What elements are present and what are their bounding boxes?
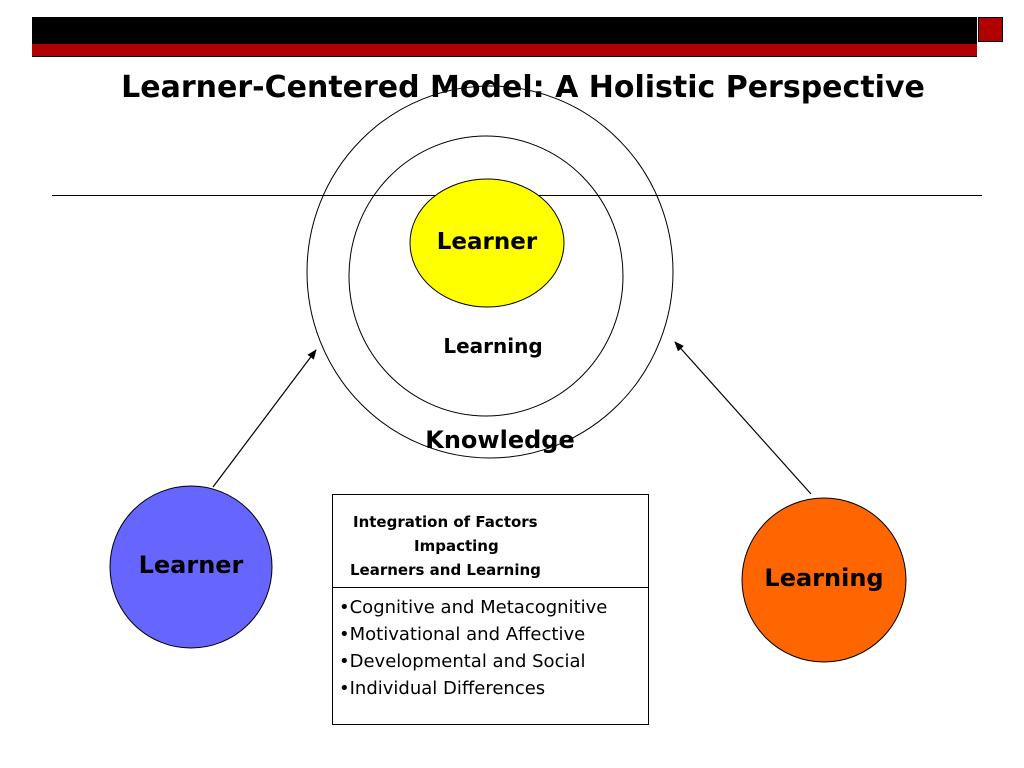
factor-list-item: •Cognitive and Metacognitive bbox=[339, 597, 608, 618]
middle-learning-circle bbox=[348, 135, 624, 417]
outer-circle-label: Knowledge bbox=[425, 426, 575, 454]
factor-list-item: •Developmental and Social bbox=[339, 651, 586, 672]
factors-heading-line: Impacting bbox=[414, 537, 499, 555]
right-node-label: Learning bbox=[764, 564, 884, 592]
inner-circle-label: Learner bbox=[436, 229, 538, 255]
left-node-label: Learner bbox=[138, 551, 244, 579]
inner-learner-circle bbox=[409, 178, 565, 308]
header-corner-square bbox=[978, 17, 1003, 42]
middle-circle-label: Learning bbox=[443, 334, 543, 358]
slide-title: Learner-Centered Model: A Holistic Persp… bbox=[121, 70, 925, 105]
outer-knowledge-circle bbox=[306, 85, 674, 459]
right-arrow bbox=[674, 341, 812, 495]
factor-list-item: •Individual Differences bbox=[339, 678, 546, 699]
factors-box: Integration of Factors Impacting Learner… bbox=[332, 494, 649, 725]
factors-box-heading: Integration of Factors Impacting Learner… bbox=[333, 495, 648, 588]
factors-heading-line: Learners and Learning bbox=[350, 561, 541, 579]
header-bar-black bbox=[32, 17, 977, 43]
factors-list: •Cognitive and Metacognitive •Motivation… bbox=[339, 594, 607, 702]
left-arrow bbox=[212, 349, 317, 488]
right-learning-node bbox=[741, 497, 907, 663]
factor-list-item: •Motivational and Affective bbox=[339, 624, 586, 645]
factors-heading-line: Integration of Factors bbox=[353, 513, 538, 531]
left-learner-node bbox=[109, 485, 273, 649]
header-bar-red bbox=[32, 43, 977, 57]
